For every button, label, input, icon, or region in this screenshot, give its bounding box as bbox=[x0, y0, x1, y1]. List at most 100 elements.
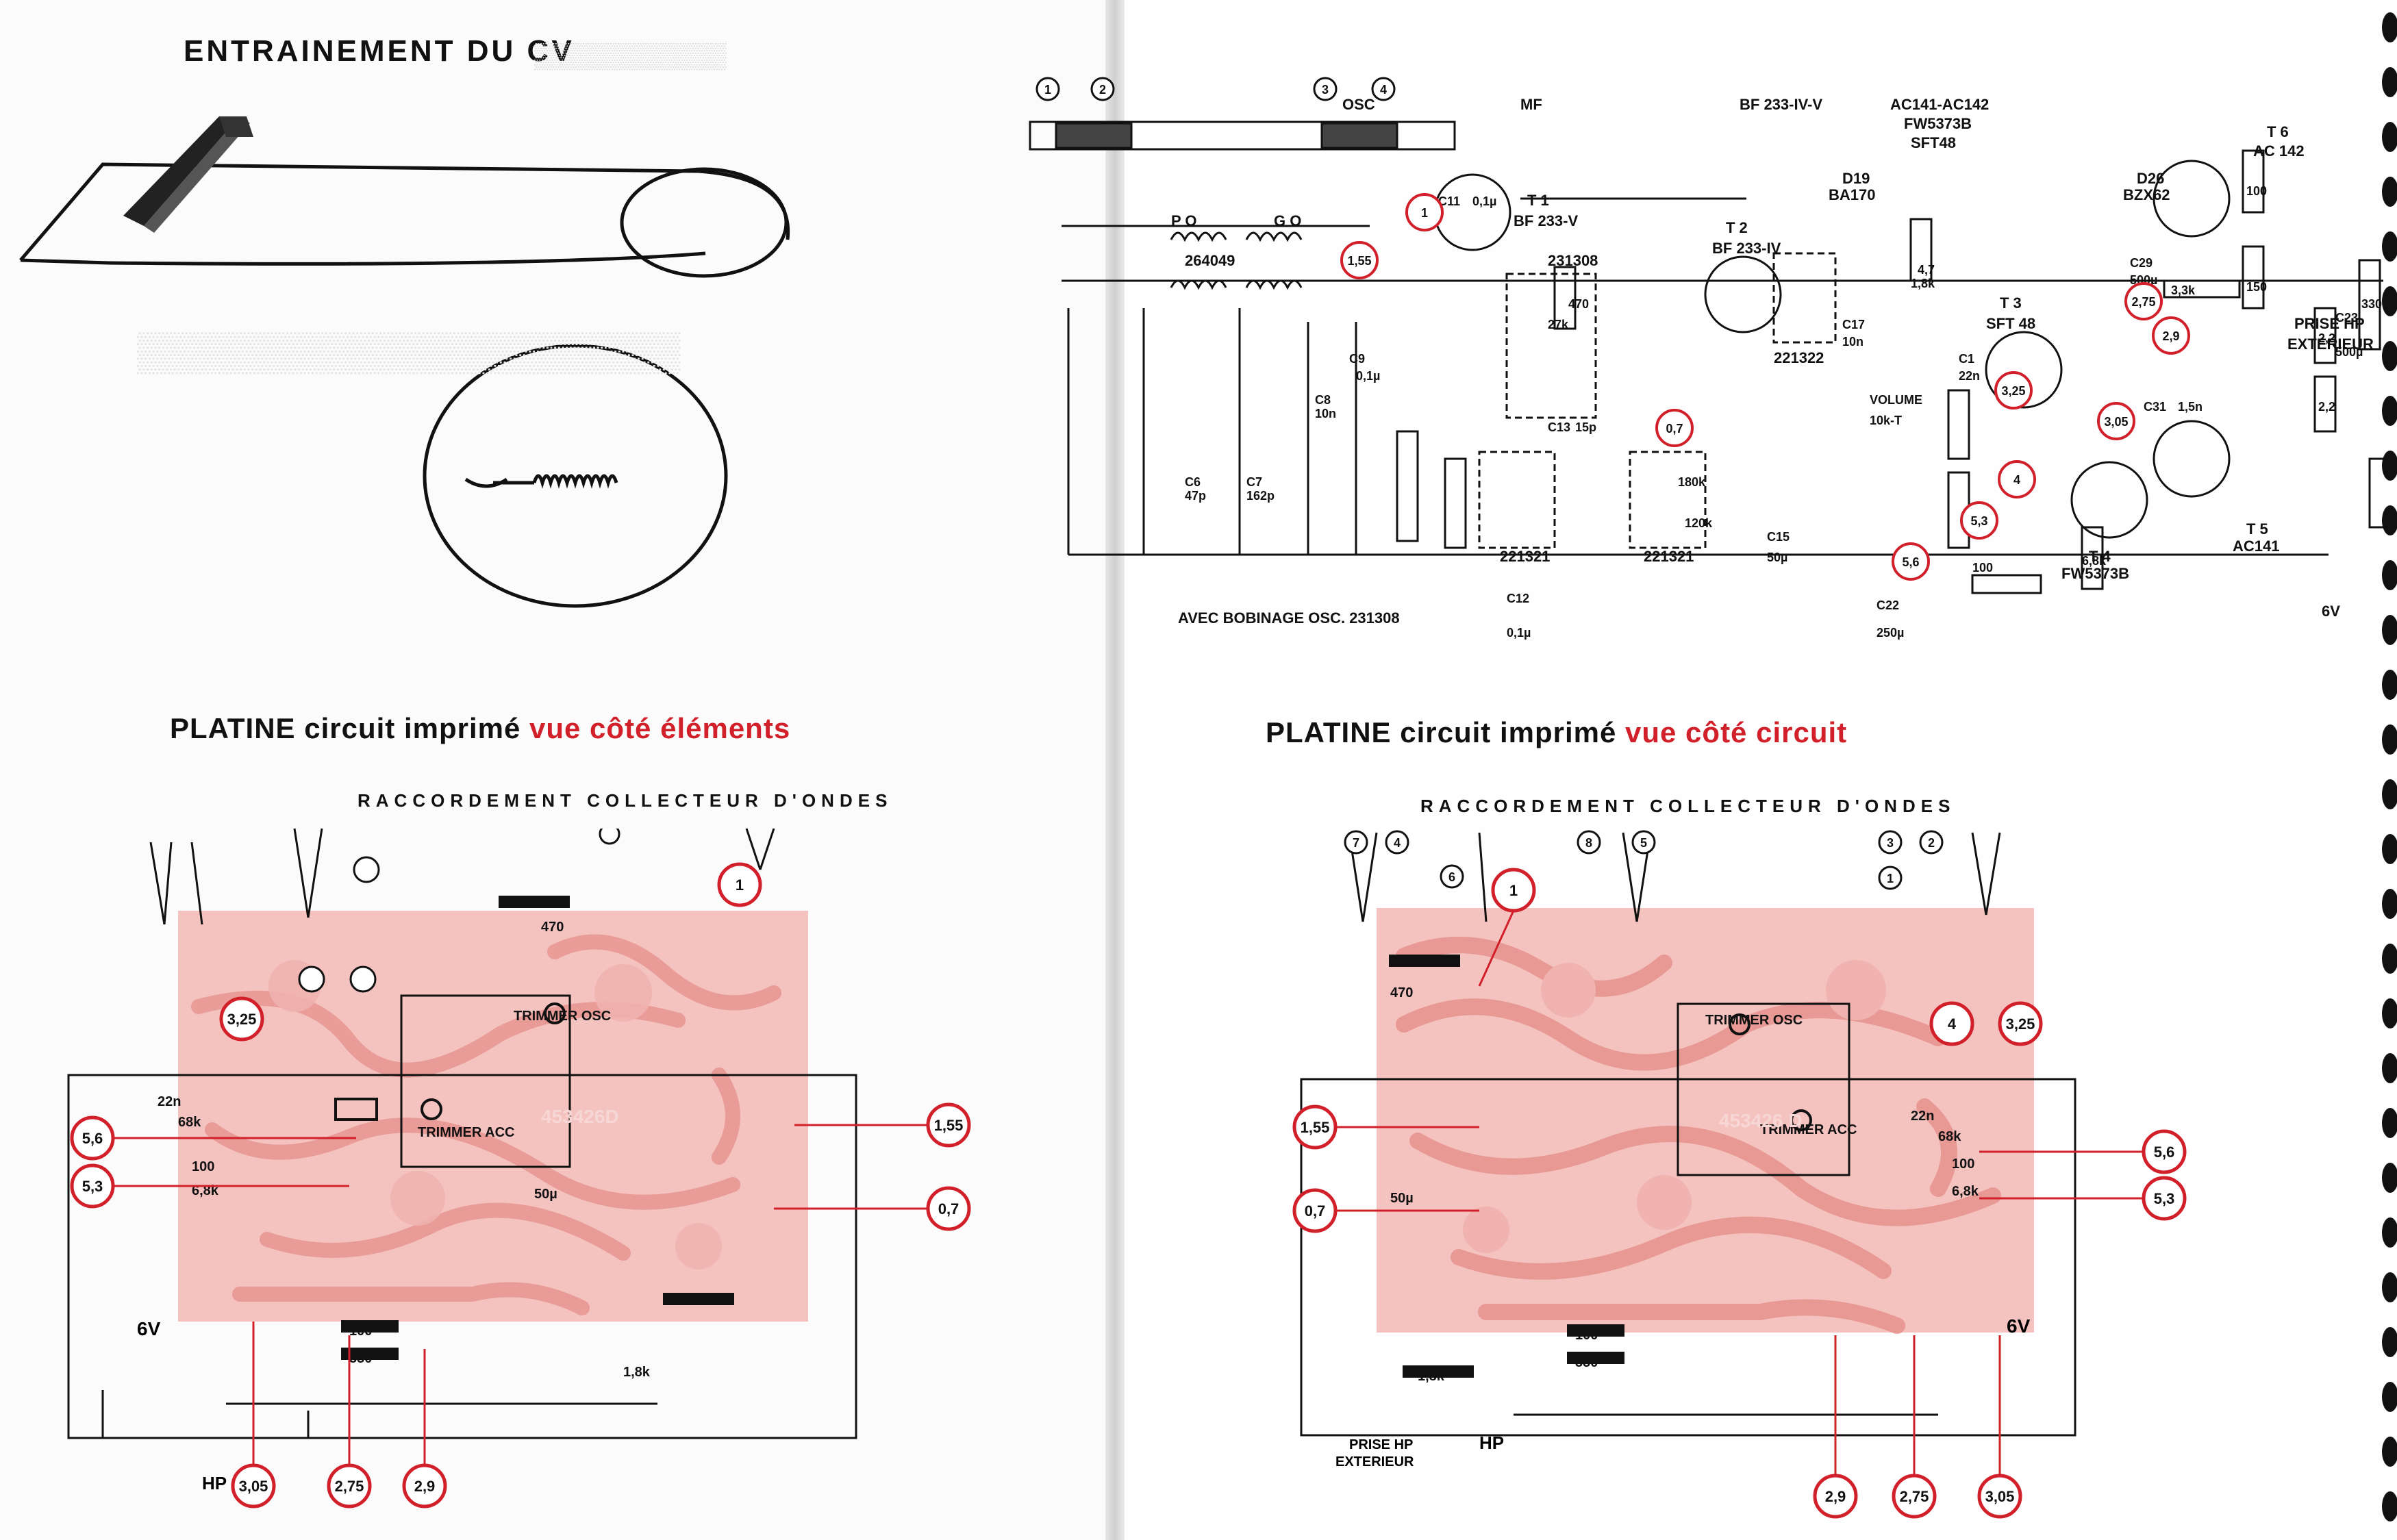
svg-text:C22: C22 bbox=[1877, 598, 1899, 612]
svg-text:3,05: 3,05 bbox=[2104, 415, 2128, 429]
svg-text:EXTERIEUR: EXTERIEUR bbox=[2287, 336, 2374, 353]
svg-text:BF 233-IV-V: BF 233-IV-V bbox=[1740, 96, 1822, 113]
svg-text:6V: 6V bbox=[2322, 603, 2340, 620]
svg-text:1: 1 bbox=[736, 876, 744, 894]
svg-text:2: 2 bbox=[1099, 83, 1106, 97]
show-through-text: ▒▒▒▒▒▒▒▒▒▒▒▒▒▒▒▒▒▒▒▒ bbox=[137, 329, 681, 373]
svg-text:68k: 68k bbox=[178, 1115, 201, 1130]
svg-text:PRISE HP: PRISE HP bbox=[2294, 315, 2365, 332]
svg-text:50µ: 50µ bbox=[1390, 1191, 1414, 1206]
svg-text:6,8k: 6,8k bbox=[2082, 554, 2107, 568]
svg-text:D19: D19 bbox=[1842, 170, 1870, 187]
svg-text:6,8k: 6,8k bbox=[1952, 1184, 1979, 1199]
svg-text:4: 4 bbox=[2013, 473, 2020, 487]
show-through-text: ▒▒▒▒▒▒▒▒▒▒▒ bbox=[534, 41, 727, 69]
svg-text:10n: 10n bbox=[1842, 335, 1863, 349]
svg-text:264049: 264049 bbox=[1185, 252, 1235, 269]
svg-text:C15: C15 bbox=[1767, 530, 1790, 544]
svg-text:10k-T: 10k-T bbox=[1870, 414, 1902, 427]
svg-text:5: 5 bbox=[1640, 836, 1647, 850]
svg-text:3,25: 3,25 bbox=[2006, 1015, 2035, 1033]
svg-text:3: 3 bbox=[1322, 83, 1329, 97]
svg-text:P O: P O bbox=[1171, 212, 1197, 229]
svg-text:27k: 27k bbox=[1548, 318, 1569, 331]
svg-text:8: 8 bbox=[1585, 836, 1592, 850]
svg-text:68k: 68k bbox=[1938, 1129, 1961, 1144]
left-section-title: PLATINE circuit imprimé vue côté élément… bbox=[170, 712, 790, 745]
svg-text:C6: C6 bbox=[1185, 475, 1201, 489]
svg-text:2,2: 2,2 bbox=[2318, 331, 2335, 345]
svg-text:4,7: 4,7 bbox=[1918, 263, 1935, 277]
svg-text:2,9: 2,9 bbox=[414, 1478, 436, 1495]
svg-text:330: 330 bbox=[2361, 297, 2382, 311]
svg-text:22n: 22n bbox=[158, 1094, 181, 1109]
svg-text:4: 4 bbox=[1394, 836, 1401, 850]
svg-text:0,7: 0,7 bbox=[1666, 422, 1683, 436]
left-pcb-component-side: TRIMMER OSC TRIMMER ACC 470 50µ 100 6,8k… bbox=[67, 828, 857, 1493]
svg-text:1: 1 bbox=[1421, 206, 1428, 220]
svg-text:2: 2 bbox=[1928, 836, 1935, 850]
svg-text:453426D: 453426D bbox=[541, 1106, 619, 1127]
title-normal: circuit imprimé bbox=[304, 712, 521, 744]
svg-text:SFT 48: SFT 48 bbox=[1986, 315, 2035, 332]
svg-text:22n: 22n bbox=[1911, 1109, 1934, 1124]
svg-text:FW5373B: FW5373B bbox=[1904, 115, 1972, 132]
svg-text:C1: C1 bbox=[1959, 352, 1974, 366]
svg-text:180k: 180k bbox=[1678, 475, 1706, 489]
svg-text:0,1µ: 0,1µ bbox=[1472, 194, 1496, 208]
svg-text:4: 4 bbox=[1380, 83, 1387, 97]
svg-text:221321: 221321 bbox=[1644, 548, 1694, 565]
svg-text:3,05: 3,05 bbox=[1985, 1488, 2015, 1505]
svg-text:22n: 22n bbox=[1959, 369, 1980, 383]
svg-text:1,8k: 1,8k bbox=[1911, 277, 1935, 290]
svg-text:0,1µ: 0,1µ bbox=[1356, 369, 1380, 383]
svg-text:SFT48: SFT48 bbox=[1911, 134, 1956, 151]
book-gutter bbox=[1105, 0, 1125, 1540]
right-voltage-markers: 1 4 3,25 1,55 0,7 5,6 5,3 2,9 2,75 3,05 … bbox=[1292, 830, 2187, 1519]
svg-text:1: 1 bbox=[1044, 83, 1051, 97]
svg-text:BZX62: BZX62 bbox=[2123, 186, 2170, 203]
svg-text:1: 1 bbox=[1887, 872, 1894, 885]
svg-text:2,75: 2,75 bbox=[335, 1478, 364, 1495]
svg-text:0,1µ: 0,1µ bbox=[1507, 626, 1531, 640]
svg-text:100: 100 bbox=[1952, 1157, 1974, 1172]
svg-text:VOLUME: VOLUME bbox=[1870, 393, 1922, 407]
spiral-binding bbox=[2382, 12, 2397, 1522]
title-normal: circuit imprimé bbox=[1400, 716, 1617, 748]
svg-text:120k: 120k bbox=[1685, 516, 1713, 530]
title-bold: PLATINE bbox=[1266, 716, 1392, 748]
svg-text:15p: 15p bbox=[1575, 420, 1596, 434]
svg-text:T 3: T 3 bbox=[2000, 294, 2022, 312]
svg-text:5,6: 5,6 bbox=[82, 1130, 103, 1147]
svg-text:AC141: AC141 bbox=[2233, 538, 2279, 555]
svg-text:470: 470 bbox=[1568, 297, 1589, 311]
svg-text:100: 100 bbox=[1972, 561, 1993, 575]
svg-text:3,25: 3,25 bbox=[2001, 384, 2025, 398]
svg-text:C13: C13 bbox=[1548, 420, 1570, 434]
svg-text:G O: G O bbox=[1274, 212, 1301, 229]
right-pcb-circuit-side: TRIMMER OSC TRIMMER ACC 470 50µ 100 6,8k… bbox=[1300, 832, 2076, 1469]
svg-text:3,25: 3,25 bbox=[227, 1011, 257, 1028]
svg-text:C11: C11 bbox=[1438, 194, 1460, 208]
svg-text:250µ: 250µ bbox=[1877, 626, 1904, 640]
svg-text:C8: C8 bbox=[1315, 393, 1331, 407]
svg-text:100: 100 bbox=[192, 1159, 214, 1174]
left-voltage-markers: 1 3,25 5,6 5,3 1,55 0,7 3,05 2,75 2,9 bbox=[70, 829, 971, 1509]
right-raccordement-label: RACCORDEMENT COLLECTEUR D'ONDES bbox=[1420, 796, 1956, 816]
svg-text:150: 150 bbox=[2246, 280, 2267, 294]
svg-text:221321: 221321 bbox=[1500, 548, 1550, 565]
cv-drive-drawing bbox=[19, 116, 790, 608]
svg-text:2,9: 2,9 bbox=[1825, 1488, 1846, 1505]
svg-text:47p: 47p bbox=[1185, 489, 1206, 503]
svg-text:3: 3 bbox=[1887, 836, 1894, 850]
svg-text:2,75: 2,75 bbox=[2131, 295, 2155, 309]
svg-text:T 5: T 5 bbox=[2246, 520, 2268, 538]
svg-text:5,3: 5,3 bbox=[82, 1178, 103, 1195]
svg-text:100: 100 bbox=[2246, 184, 2267, 198]
svg-text:EXTERIEUR: EXTERIEUR bbox=[1335, 1454, 1414, 1469]
svg-text:6V: 6V bbox=[2007, 1315, 2031, 1337]
svg-text:453426 D: 453426 D bbox=[1719, 1110, 1802, 1131]
svg-text:1,55: 1,55 bbox=[934, 1117, 964, 1134]
svg-text:470: 470 bbox=[541, 920, 564, 935]
